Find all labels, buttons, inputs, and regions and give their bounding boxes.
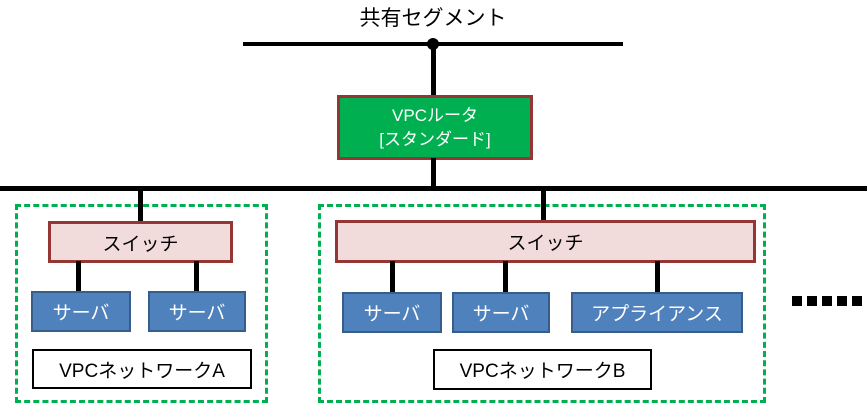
server-b1-link-line	[390, 261, 395, 293]
more-networks-ellipsis	[792, 296, 862, 306]
network-a-caption-box: VPCネットワークA	[32, 349, 252, 389]
ellipsis-dot	[837, 296, 847, 306]
server-a2-link-line	[194, 261, 199, 292]
ellipsis-dot	[822, 296, 832, 306]
ellipsis-dot	[807, 296, 817, 306]
ellipsis-dot	[852, 296, 862, 306]
switch-b-box: スイッチ	[335, 220, 756, 263]
appliance-link-line	[655, 261, 660, 293]
router-downlink-line	[431, 158, 436, 190]
switch-a-label: スイッチ	[102, 233, 179, 255]
server-a2-box: サーバ	[148, 291, 246, 332]
switch-b-uplink-line	[541, 189, 546, 221]
appliance-label: アプライアンス	[591, 304, 723, 325]
switch-a-box: スイッチ	[48, 221, 233, 263]
network-b-caption-box: VPCネットワークB	[433, 349, 652, 390]
vpc-router-box: VPCルータ [スタンダード]	[337, 95, 533, 160]
server-b2-label: サーバ	[472, 304, 530, 325]
server-b2-box: サーバ	[452, 292, 550, 333]
appliance-box: アプライアンス	[571, 292, 743, 333]
switch-b-label: スイッチ	[507, 233, 584, 254]
server-a2-label: サーバ	[168, 303, 226, 324]
server-a1-label: サーバ	[52, 303, 110, 324]
server-a1-link-line	[76, 261, 81, 292]
switch-a-uplink-line	[138, 189, 143, 222]
server-a1-box: サーバ	[31, 291, 131, 332]
router-type: [スタンダード]	[379, 129, 491, 149]
router-name: VPCルータ	[392, 105, 478, 125]
server-b1-box: サーバ	[342, 292, 442, 333]
backbone-line	[0, 186, 867, 191]
server-b2-link-line	[503, 261, 508, 293]
ellipsis-dot	[792, 296, 802, 306]
network-b-caption: VPCネットワークB	[459, 361, 626, 382]
router-uplink-line	[431, 42, 436, 96]
network-a-caption: VPCネットワークA	[59, 360, 225, 382]
shared-segment-label: 共有セグメント	[359, 7, 507, 30]
server-b1-label: サーバ	[363, 304, 421, 325]
